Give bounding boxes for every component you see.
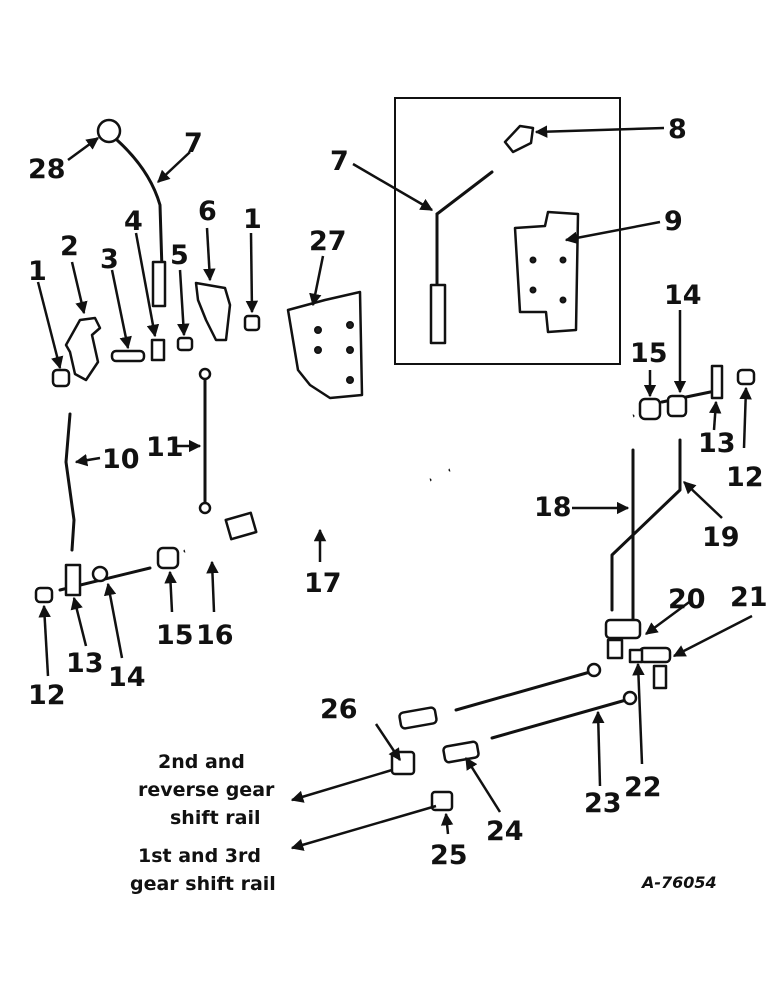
nut-part-22 xyxy=(628,648,644,664)
bushing-part-left xyxy=(156,546,180,570)
coupler-yoke-right xyxy=(710,364,724,400)
collar-part-left xyxy=(34,586,54,604)
collar-part-right xyxy=(736,368,756,386)
inset-shift-lever-part xyxy=(429,170,494,345)
callout-17: 17 xyxy=(304,568,342,599)
callout-21: 21 xyxy=(730,582,768,613)
callout-28: 28 xyxy=(28,154,66,185)
callout-2: 2 xyxy=(60,231,79,262)
callout-23: 23 xyxy=(584,788,622,819)
figure-id: A-76054 xyxy=(640,873,717,892)
long-rod-end-lower xyxy=(622,690,638,706)
callout-6: 6 xyxy=(198,196,217,227)
caption-2nd-line1: 2nd and xyxy=(158,751,245,773)
callout-20: 20 xyxy=(668,584,706,615)
caption-1st-line2: gear shift rail xyxy=(130,873,276,895)
callout-8: 8 xyxy=(668,114,687,145)
callout-14-left: 14 xyxy=(108,662,146,693)
callout-3: 3 xyxy=(100,244,119,275)
leader-lines xyxy=(36,125,753,851)
inset-bracket-part xyxy=(513,210,580,334)
support-bracket-part xyxy=(194,281,232,342)
callout-7-left: 7 xyxy=(184,128,203,159)
clamp-part-left xyxy=(91,565,109,583)
callout-11: 11 xyxy=(146,432,184,463)
small-part-4 xyxy=(150,338,166,362)
long-rod-part-lower xyxy=(490,698,628,740)
shift-lever-part xyxy=(115,138,167,308)
callout-25: 25 xyxy=(430,840,468,871)
bushing-part-right xyxy=(638,397,662,421)
inset-frame xyxy=(394,97,621,365)
caption-2nd-reverse-rail: 2nd and reverse gear shift rail xyxy=(138,751,275,829)
lever-bracket-part xyxy=(64,316,102,382)
caption-1st-3rd-rail: 1st and 3rd gear shift rail xyxy=(130,845,276,895)
rod-end-bottom xyxy=(198,501,212,515)
callout-19: 19 xyxy=(702,522,740,553)
callout-1-right: 1 xyxy=(243,204,262,235)
long-rod-part-upper xyxy=(454,670,592,712)
callout-13-left: 13 xyxy=(66,648,104,679)
bent-lever-part-19 xyxy=(610,438,682,612)
caption-2nd-line2: reverse gear xyxy=(138,779,275,801)
callout-10: 10 xyxy=(102,444,140,475)
callout-12-right: 12 xyxy=(726,462,764,493)
clevis-part-upper xyxy=(398,706,438,730)
clamp-part-right xyxy=(666,394,688,418)
rail-end-part-26 xyxy=(390,750,416,776)
pin-part xyxy=(110,349,146,363)
rail-end-part-25 xyxy=(430,790,454,812)
clevis-part-lower xyxy=(442,740,480,764)
shift-knob-part xyxy=(96,118,122,144)
callout-1-left: 1 xyxy=(28,256,47,287)
caption-2nd-line3: shift rail xyxy=(170,807,261,829)
callout-9: 9 xyxy=(664,206,683,237)
lever-fitting-part-21 xyxy=(638,646,672,690)
coupler-yoke-left xyxy=(64,563,82,597)
caption-1st-line1: 1st and 3rd xyxy=(138,845,261,867)
callout-5: 5 xyxy=(170,240,189,271)
callout-12-left: 12 xyxy=(28,680,66,711)
mounting-plate-part xyxy=(286,290,364,400)
callout-15-right: 15 xyxy=(630,338,668,369)
callout-14-right: 14 xyxy=(664,280,702,311)
inset-knob-part xyxy=(503,124,535,154)
callout-15-left: 15 xyxy=(156,620,194,651)
callout-4: 4 xyxy=(124,206,143,237)
callout-16: 16 xyxy=(196,620,234,651)
shift-link-part-10 xyxy=(64,412,76,552)
rod-end-top xyxy=(198,367,212,381)
callout-22: 22 xyxy=(624,772,662,803)
lever-fitting-part-20 xyxy=(604,618,642,660)
bolt-part-right xyxy=(243,314,261,332)
callout-18: 18 xyxy=(534,492,572,523)
long-rod-end-upper xyxy=(586,662,602,678)
small-part-5 xyxy=(176,336,194,352)
callout-24: 24 xyxy=(486,816,524,847)
cross-shaft-part xyxy=(183,411,635,556)
callout-26: 26 xyxy=(320,694,358,725)
callout-13-right: 13 xyxy=(698,428,736,459)
callout-7-inset: 7 xyxy=(330,146,349,177)
bolt-part-left xyxy=(51,368,71,388)
callout-27: 27 xyxy=(309,226,347,257)
